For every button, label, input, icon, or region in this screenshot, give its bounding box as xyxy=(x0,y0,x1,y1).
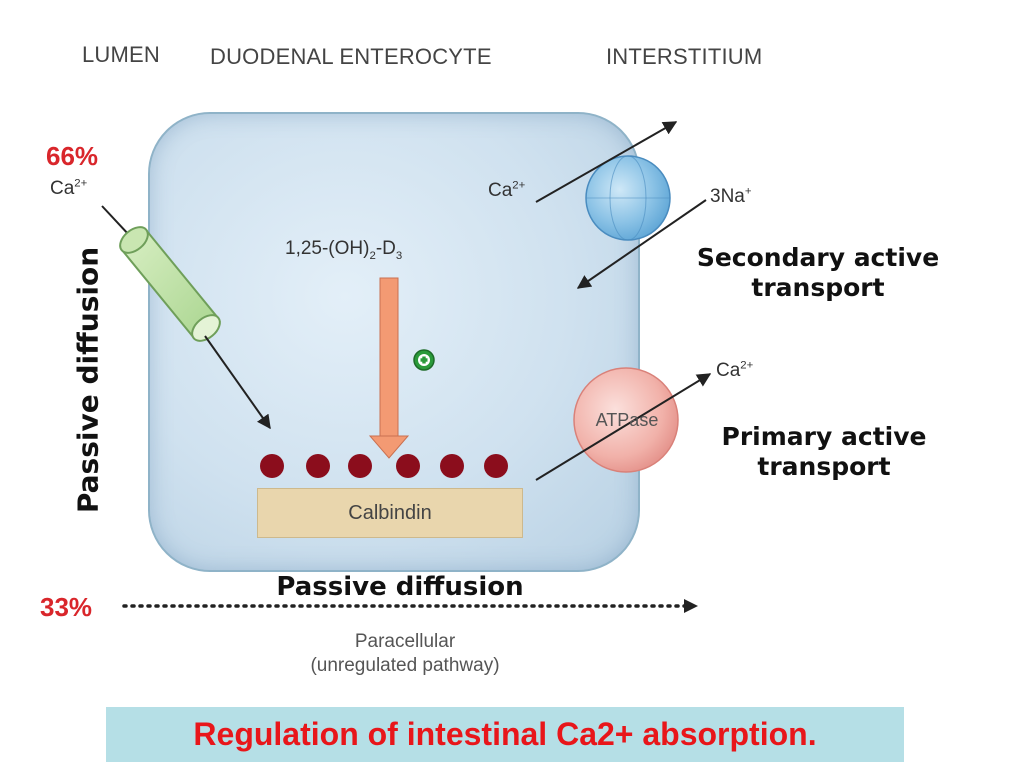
calbindin-label: Calbindin xyxy=(348,501,432,524)
hormone-label: 1,25-(OH)2-D3 xyxy=(285,238,403,262)
paracellular-route-label: Paracellular (unregulated pathway) xyxy=(310,631,500,676)
lumen-calcium-label: Ca2+ xyxy=(50,177,88,199)
transcellular-percent: 66% xyxy=(46,141,99,171)
calcium-ion xyxy=(440,454,464,478)
exchanger-calcium-label: Ca2+ xyxy=(488,179,526,201)
calcium-efflux-arrow xyxy=(535,121,678,203)
paracellular-percent: 33% xyxy=(40,592,93,622)
calcium-ion xyxy=(306,454,330,478)
calcium-ion xyxy=(348,454,372,478)
exchanger-sodium-label: 3Na+ xyxy=(710,185,752,207)
bound-calcium-ions xyxy=(260,454,508,478)
stimulation-plus-icon xyxy=(413,349,435,371)
atpase-pump-icon xyxy=(573,367,679,473)
region-enterocyte: DUODENAL ENTEROCYTE xyxy=(210,44,492,69)
atpase-label: ATPase xyxy=(595,410,659,430)
primary-transport-label: Primary active transport xyxy=(721,422,927,481)
transcellular-pathway-label: Passive diffusion xyxy=(71,246,105,514)
calcium-ion xyxy=(484,454,508,478)
figure-caption: Regulation of intestinal Ca2+ absorption… xyxy=(106,707,904,762)
pump-efflux-arrow xyxy=(535,373,712,481)
sodium-influx-arrow xyxy=(576,199,707,289)
region-lumen: LUMEN xyxy=(82,42,161,67)
calcium-channel-icon xyxy=(101,205,221,342)
calcium-ion xyxy=(396,454,420,478)
paracellular-arrowhead-icon xyxy=(684,599,698,613)
secondary-transport-label: Secondary active transport xyxy=(696,243,940,302)
paracellular-pathway-label: Passive diffusion xyxy=(276,572,524,602)
pump-calcium-label: Ca2+ xyxy=(716,359,754,381)
hormone-arrow-icon xyxy=(368,277,410,459)
calbindin-protein: Calbindin xyxy=(257,488,523,538)
channel-entry-arrow xyxy=(204,335,271,430)
exchanger-icon xyxy=(585,155,671,241)
calcium-ion xyxy=(260,454,284,478)
region-interstitium: INTERSTITIUM xyxy=(606,44,763,69)
